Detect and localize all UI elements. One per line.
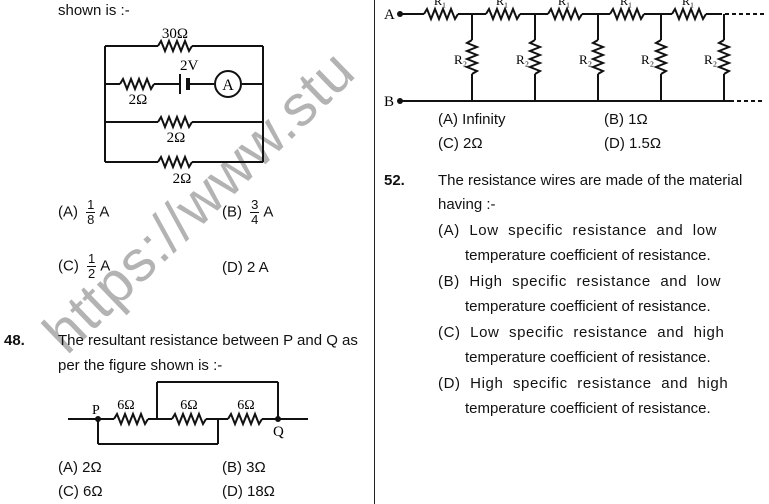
fraction-numerator: 3 — [250, 197, 260, 213]
q47-option-a-label: (A) — [58, 203, 78, 221]
resistor-2-row4-label: 2Ω — [173, 171, 192, 187]
r2-label: R₂ — [454, 52, 467, 67]
r1-label: R₁ — [620, 0, 632, 8]
terminal-a-label: A — [384, 7, 395, 23]
fraction-denominator: 4 — [251, 212, 259, 227]
shown-is-text: shown is :- — [58, 2, 130, 19]
q47-option-b-unit: A — [263, 203, 274, 221]
fraction-denominator: 8 — [87, 212, 95, 227]
battery-2v-label: 2V — [180, 58, 199, 74]
q52-option-c-line1: (C) Low specific resistance and high — [438, 324, 725, 341]
r1-label: R₁ — [558, 0, 570, 8]
resistor-2-row3-label: 2Ω — [167, 130, 186, 146]
q51-option-d: (D) 1.5Ω — [604, 135, 662, 152]
q47-option-c-label: (C) — [58, 257, 79, 275]
terminal-b-label: B — [384, 94, 394, 110]
q47-option-c-unit: A — [100, 257, 111, 275]
column-divider — [374, 0, 375, 504]
r2-label: R₂ — [641, 52, 654, 67]
resistor-2-mid-label: 2Ω — [129, 92, 148, 108]
q51-option-b: (B) 1Ω — [604, 111, 648, 128]
q52-option-a-line1: (A) Low specific resistance and low — [438, 222, 718, 239]
r1-label: R₁ — [434, 0, 446, 8]
node-q-dot — [275, 416, 281, 422]
q47-option-d: (D) 2 A — [222, 259, 269, 276]
q48-option-d: (D) 18Ω — [222, 483, 275, 500]
resistor-30-label: 30Ω — [162, 26, 188, 42]
node-p-label: P — [92, 403, 100, 418]
r2-label: R₂ — [516, 52, 529, 67]
q52-number: 52. — [384, 172, 405, 189]
q52-text-line2: having :- — [438, 196, 496, 213]
q48-option-b: (B) 3Ω — [222, 459, 266, 476]
node-q-label: Q — [273, 424, 284, 440]
fraction-denominator: 2 — [88, 266, 96, 281]
r2-label: R₂ — [704, 52, 717, 67]
r1-label: R₁ — [496, 0, 508, 8]
q47-option-a-unit: A — [99, 203, 110, 221]
ammeter-circle — [214, 70, 242, 98]
q52-option-d-line1: (D) High specific resistance and high — [438, 375, 729, 392]
q48-text-line1: The resultant resistance between P and Q… — [58, 332, 358, 349]
resistor-6-first-label: 6Ω — [117, 398, 134, 413]
q52-option-d-line2: temperature coefficient of resistance. — [465, 400, 711, 417]
q52-text-line1: The resistance wires are made of the mat… — [438, 172, 743, 189]
q52-option-b-line2: temperature coefficient of resistance. — [465, 298, 711, 315]
q48-option-a: (A) 2Ω — [58, 459, 102, 476]
circuit-diagram-q48: P Q 6Ω 6Ω 6Ω — [68, 381, 308, 445]
q51-option-a: (A) Infinity — [438, 111, 506, 128]
q48-number: 48. — [4, 332, 25, 349]
q52-option-c-line2: temperature coefficient of resistance. — [465, 349, 711, 366]
node-p-dot — [95, 416, 101, 422]
r2-label: R₂ — [579, 52, 592, 67]
fraction-numerator: 1 — [87, 251, 97, 267]
q52-option-a-line2: temperature coefficient of resistance. — [465, 247, 711, 264]
q51-option-c: (C) 2Ω — [438, 135, 483, 152]
ammeter-label: A — [222, 77, 234, 94]
resistor-6-third-label: 6Ω — [237, 398, 254, 413]
q47-option-b-label: (B) — [222, 203, 242, 221]
terminal-b-dot — [397, 98, 403, 104]
resistor-6-second-label: 6Ω — [180, 398, 197, 413]
ladder-circuit-diagram: A B R₁ R₁ R₁ R₁ R₁ R₂ R₂ R₂ R₂ R₂ — [384, 0, 765, 110]
fraction-numerator: 1 — [86, 197, 96, 213]
q48-option-c: (C) 6Ω — [58, 483, 103, 500]
terminal-a-dot — [397, 11, 403, 17]
circuit-diagram-q47: A 30Ω 2V 2Ω 2Ω 2Ω — [104, 26, 264, 187]
r1-label: R₁ — [682, 0, 694, 8]
q52-option-b-line1: (B) High specific resistance and low — [438, 273, 722, 290]
q48-text-line2: per the figure shown is :- — [58, 357, 223, 374]
